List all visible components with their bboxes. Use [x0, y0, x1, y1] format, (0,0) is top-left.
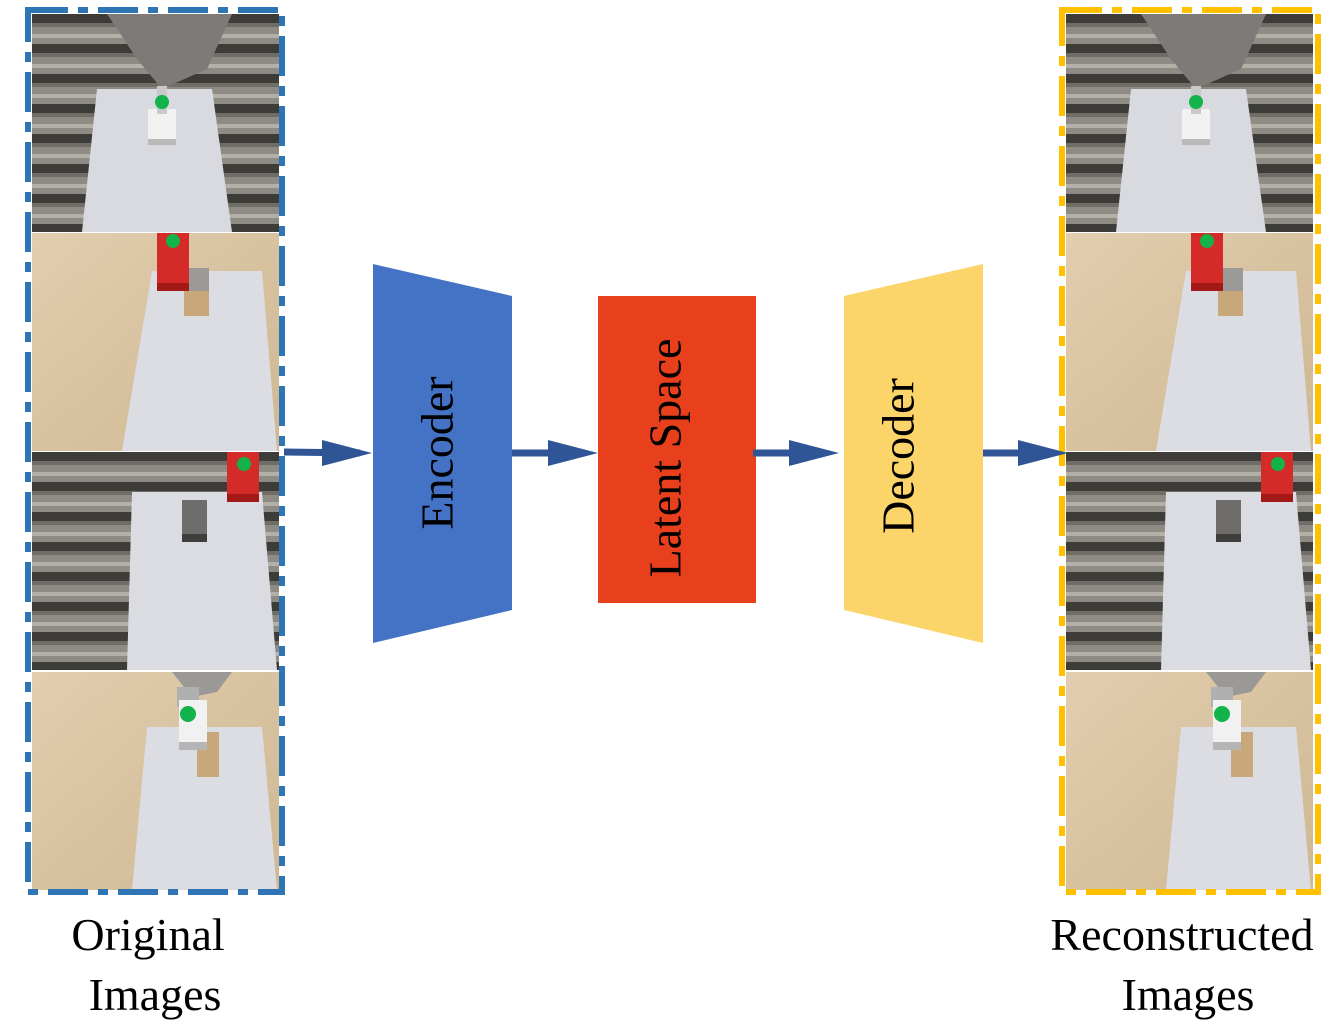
original-image-tile	[32, 14, 279, 232]
latent-space-block	[598, 296, 756, 603]
reconstructed-images-stack	[1059, 7, 1321, 895]
latent-space-label: Latent Space	[640, 339, 691, 578]
encoder-block	[373, 264, 512, 643]
arrowhead-2	[548, 440, 598, 466]
original-images-border	[25, 7, 285, 895]
original-images-stack	[25, 7, 285, 895]
reconstructed-images-caption-line2: Images	[1122, 969, 1255, 1020]
original-image-tile	[32, 452, 279, 670]
original-images-caption-line2: Images	[89, 969, 222, 1020]
original-image-tile	[32, 233, 279, 451]
reconstructed-images-border	[1059, 7, 1321, 895]
arrowhead-1	[322, 440, 372, 466]
original-image-tile	[32, 672, 279, 890]
decoder-block	[844, 264, 983, 643]
reconstructed-images-caption-line1: Reconstructed	[1050, 909, 1313, 960]
arrowhead-4	[1018, 440, 1068, 466]
reconstructed-image-tile	[1066, 452, 1313, 670]
reconstructed-image-tile	[1066, 672, 1313, 890]
original-images-caption-line1: Original	[71, 909, 224, 960]
reconstructed-image-tile	[1066, 233, 1313, 451]
arrowhead-3	[789, 440, 839, 466]
decoder-label: Decoder	[873, 378, 924, 534]
encoder-label: Encoder	[412, 376, 463, 529]
reconstructed-image-tile	[1066, 14, 1313, 232]
